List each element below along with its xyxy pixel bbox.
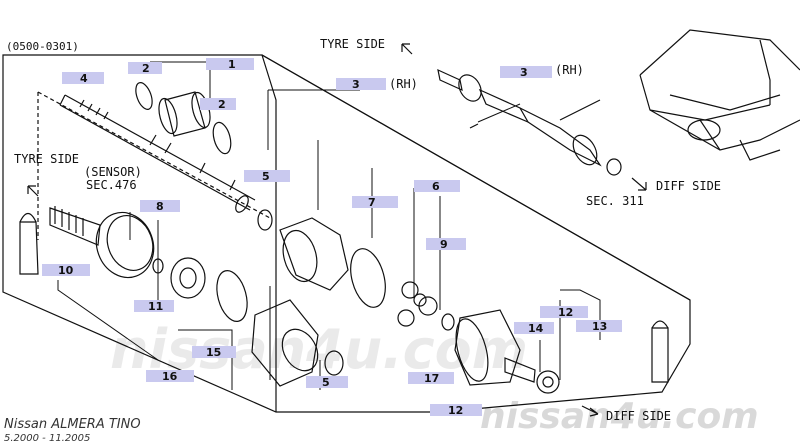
callout-15[interactable]: 15 <box>192 346 236 359</box>
car-illustration <box>639 29 800 161</box>
outer-boot-part <box>216 209 344 387</box>
svg-text:10: 10 <box>58 264 74 277</box>
callout-2a[interactable]: 2 <box>128 62 162 75</box>
svg-text:8: 8 <box>156 200 164 213</box>
direction-arrows <box>27 43 647 417</box>
svg-text:11: 11 <box>148 300 163 313</box>
outer-joint-part <box>19 206 206 299</box>
tyre-side-label-left: TYRE SIDE <box>14 152 79 166</box>
svg-text:4: 4 <box>80 72 88 85</box>
svg-text:12: 12 <box>448 404 463 417</box>
svg-text:3: 3 <box>520 66 528 79</box>
callout-12b[interactable]: 12 <box>430 404 482 417</box>
svg-text:6: 6 <box>432 180 440 193</box>
footer-dates: 5.2000 - 11.2005 <box>4 433 90 444</box>
svg-text:17: 17 <box>424 372 439 385</box>
callout-14[interactable]: 14 <box>514 322 554 335</box>
rh-label-main: (RH) <box>389 77 418 91</box>
callout-5b[interactable]: 5 <box>306 376 348 389</box>
inset-shaft-illustration <box>437 68 622 176</box>
callout-8[interactable]: 8 <box>140 200 180 213</box>
sec476-label: SEC.476 <box>86 178 137 192</box>
callout-4[interactable]: 4 <box>62 72 104 85</box>
callout-16[interactable]: 16 <box>146 370 194 383</box>
svg-text:5: 5 <box>262 170 270 183</box>
svg-text:2: 2 <box>218 98 226 111</box>
callout-12a[interactable]: 12 <box>540 306 588 319</box>
diagram-code: (0500-0301) <box>6 40 79 53</box>
callout-2b[interactable]: 2 <box>200 98 236 111</box>
diff-side-label-bottom: DIFF SIDE <box>606 409 671 423</box>
svg-text:7: 7 <box>368 196 376 209</box>
callout-5a[interactable]: 5 <box>244 170 290 183</box>
svg-text:5: 5 <box>322 376 330 389</box>
footer-model: Nissan ALMERA TINO <box>4 417 141 432</box>
callout-3[interactable]: 3 <box>336 78 386 91</box>
svg-text:12: 12 <box>558 306 573 319</box>
diff-side-label-right: DIFF SIDE <box>656 179 721 193</box>
callout-13[interactable]: 13 <box>576 320 622 333</box>
svg-text:1: 1 <box>228 58 236 71</box>
callout-11[interactable]: 11 <box>134 300 174 313</box>
svg-text:14: 14 <box>528 322 544 335</box>
callout-7[interactable]: 7 <box>352 196 398 209</box>
tyre-side-label-top: TYRE SIDE <box>320 37 385 51</box>
callout-17[interactable]: 17 <box>408 372 454 385</box>
rh-label-inset: (RH) <box>555 63 584 77</box>
callout-9[interactable]: 9 <box>426 238 466 251</box>
svg-text:2: 2 <box>142 62 150 75</box>
watermark-bottom: nissan4u.com <box>480 396 759 437</box>
inner-joint-housing-part <box>397 281 669 394</box>
svg-text:13: 13 <box>592 320 607 333</box>
exploded-frame <box>2 54 691 413</box>
svg-text:9: 9 <box>440 238 448 251</box>
svg-text:3: 3 <box>352 78 360 91</box>
sensor-label: (SENSOR) <box>84 165 142 179</box>
callout-10[interactable]: 10 <box>42 264 90 277</box>
drive-shaft-part <box>59 94 256 213</box>
inner-boot-part <box>135 82 232 155</box>
callout-6[interactable]: 6 <box>414 180 460 193</box>
inner-joint-boot-part <box>279 217 386 308</box>
svg-text:15: 15 <box>206 346 221 359</box>
sec311-label: SEC. 311 <box>586 194 644 208</box>
callout-1[interactable]: 1 <box>206 58 254 71</box>
callout-3-inset[interactable]: 3 <box>500 66 552 79</box>
svg-text:16: 16 <box>162 370 178 383</box>
